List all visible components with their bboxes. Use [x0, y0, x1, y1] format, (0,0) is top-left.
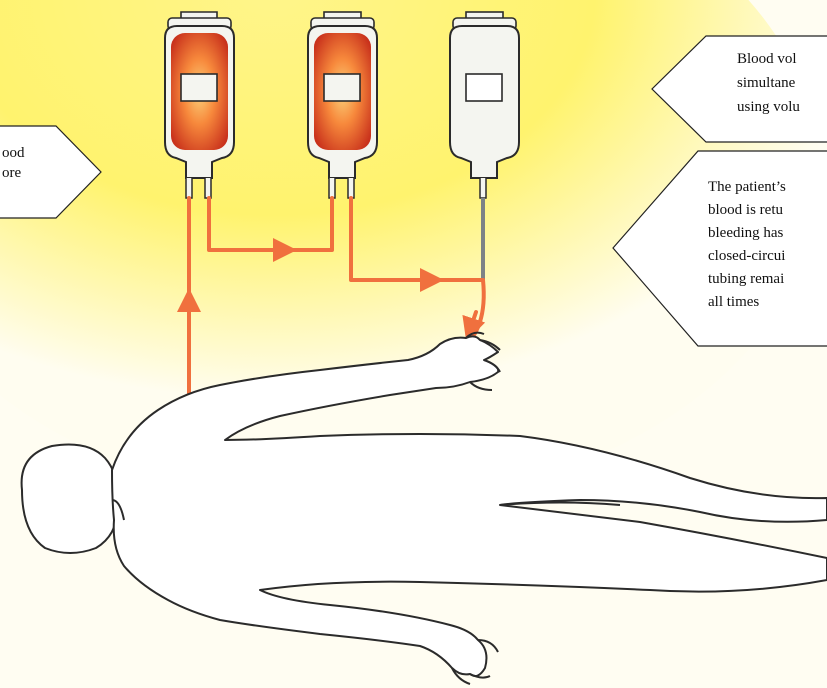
callout-top-right-line-1: Blood vol: [737, 51, 797, 67]
callout-mid-right-line-3: bleeding has: [708, 225, 784, 241]
callout-mid-right-line-5: tubing remai: [708, 271, 784, 287]
callout-mid-right-line-4: closed-circui: [708, 248, 785, 264]
callout-left-line-1: ood: [2, 145, 25, 161]
callout-top-right-line-2: simultane: [737, 75, 796, 91]
callout-top-right-line-3: using volu: [737, 99, 800, 115]
blood-bag-3-label: [466, 74, 502, 101]
callout-mid-right-line-6: all times: [708, 294, 759, 310]
callout-mid-right-line-1: The patient’s: [708, 179, 786, 195]
patient-head: [22, 445, 119, 554]
callout-left-line-2: ore: [2, 165, 21, 181]
blood-bag-1-label: [181, 74, 217, 101]
blood-bag-2-label: [324, 74, 360, 101]
callout-mid-right-line-2: blood is retu: [708, 202, 783, 218]
